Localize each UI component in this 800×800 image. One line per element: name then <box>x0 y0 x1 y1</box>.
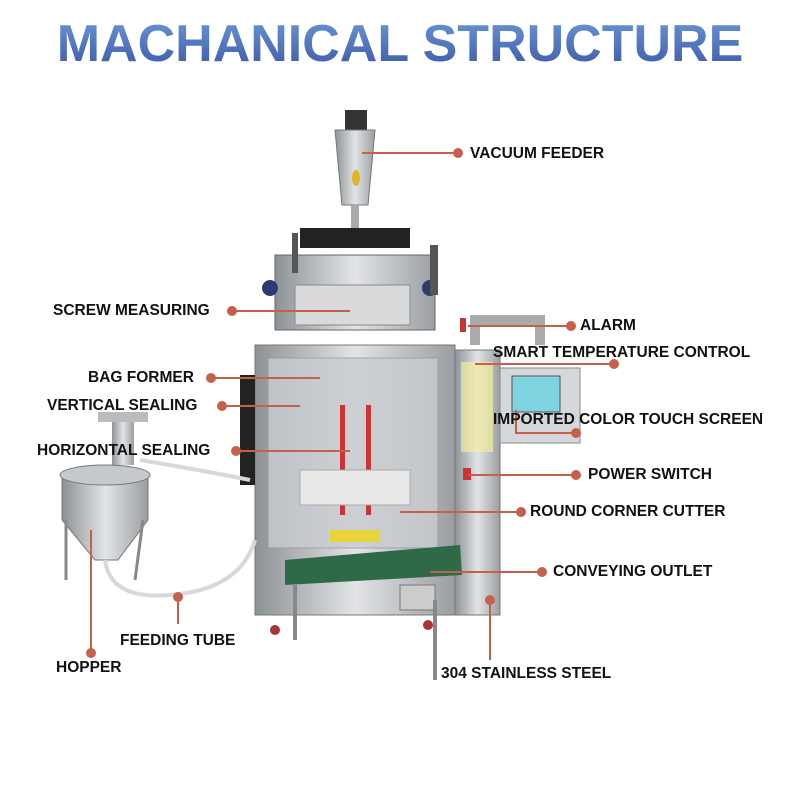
label-round-corner-cutter: ROUND CORNER CUTTER <box>530 503 726 520</box>
label-vacuum-feeder: VACUUM FEEDER <box>470 145 605 162</box>
label-smart-temperature-control: SMART TEMPERATURE CONTROL <box>493 344 751 361</box>
diagram-title: MACHANICAL STRUCTURE <box>0 14 800 74</box>
label-304-stainless-steel: 304 STAINLESS STEEL <box>441 665 612 682</box>
label-power-switch: POWER SWITCH <box>588 466 712 483</box>
label-feeding-tube: FEEDING TUBE <box>120 632 236 649</box>
screw-measuring <box>262 228 438 331</box>
label-alarm: ALARM <box>580 317 636 334</box>
label-screw-measuring: SCREW MEASURING <box>53 302 210 319</box>
label-vertical-sealing: VERTICAL SEALING <box>47 397 198 414</box>
hopper <box>59 412 257 598</box>
label-bag-former: BAG FORMER <box>88 369 194 386</box>
conveyor <box>270 545 462 680</box>
vacuum-feeder <box>334 110 376 235</box>
leader-lines <box>86 148 619 660</box>
label-hopper: HOPPER <box>56 659 122 676</box>
label-horizontal-sealing: HORIZONTAL SEALING <box>37 442 211 459</box>
label-imported-color-touch-screen: IMPORTED COLOR TOUCH SCREEN <box>493 411 764 428</box>
label-conveying-outlet: CONVEYING OUTLET <box>553 563 713 580</box>
